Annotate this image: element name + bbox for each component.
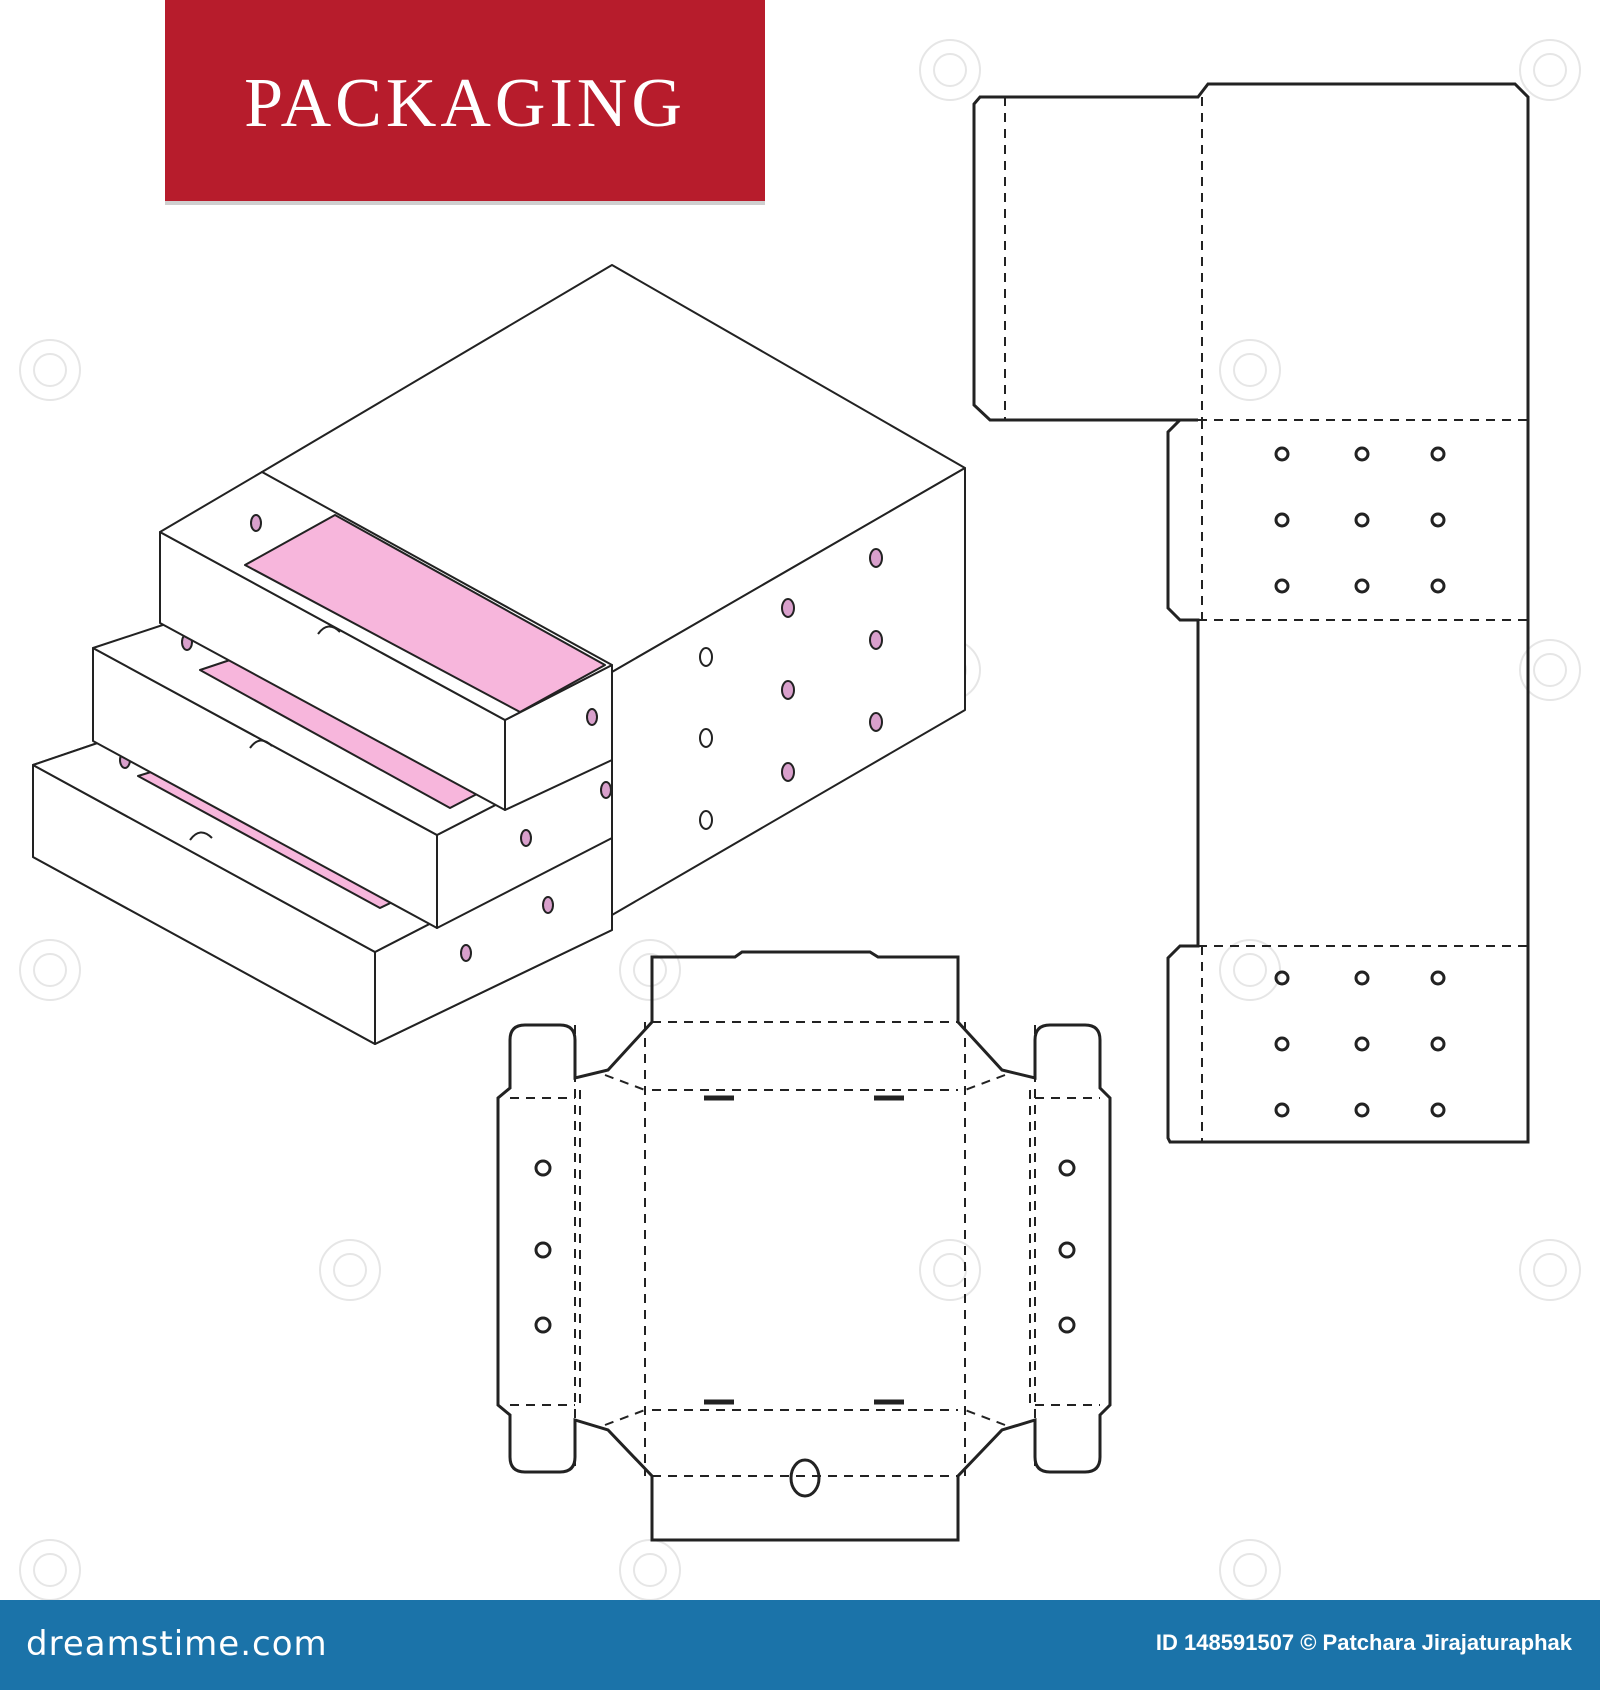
isometric-drawer-box — [32, 264, 966, 1045]
footer-credit: ID 148591507 © Patchara Jirajaturaphak — [1155, 1630, 1572, 1655]
sleeve-dieline-holes — [1274, 446, 1446, 1118]
sleeve-dieline — [972, 82, 1530, 1144]
drawer-dieline-holes — [534, 1159, 1076, 1334]
footer-logo[interactable]: dreamstime.com — [26, 1624, 328, 1664]
drawer-pull-hole — [789, 1458, 821, 1498]
drawer-top — [159, 471, 613, 811]
banner-title: PACKAGING — [244, 64, 686, 142]
drawer-dieline-slots — [704, 1095, 904, 1405]
packaging-illustration — [19, 39, 1581, 1600]
footer-bar: dreamstime.com ID 148591507 © Patchara J… — [0, 1600, 1600, 1690]
drawer-dieline — [496, 950, 1112, 1542]
sleeve-side-holes — [699, 548, 883, 830]
packaging-banner: PACKAGING — [165, 0, 765, 205]
drawer-top-liner — [244, 514, 606, 713]
